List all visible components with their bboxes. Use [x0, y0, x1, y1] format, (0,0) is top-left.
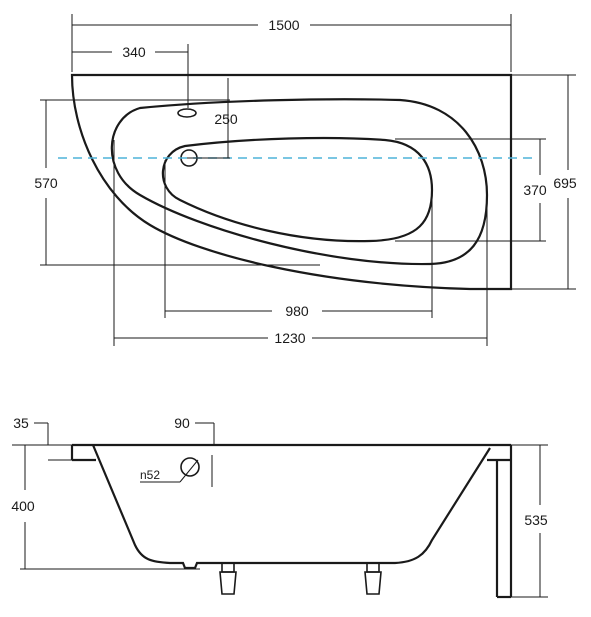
side-view: n52 35 90 400 535	[11, 415, 548, 599]
label-overflow-diameter: n52	[140, 468, 160, 482]
dim-waste-depth: 250	[214, 111, 238, 127]
side-overflow	[180, 457, 200, 477]
dim-inner-width: 370	[523, 182, 547, 198]
dim-overall-length: 1500	[268, 17, 299, 33]
dim-waste-offset: 340	[122, 44, 146, 60]
dim-total-height: 535	[524, 512, 548, 528]
foot-left	[219, 562, 237, 595]
top-bowl-basin	[161, 136, 434, 243]
foot-right	[364, 562, 382, 595]
dim-inner-length: 980	[285, 303, 309, 319]
top-outer-contour	[70, 73, 513, 291]
dim-depth-right: 695	[553, 175, 577, 191]
top-bowl-rim	[110, 98, 489, 266]
dim-depth-left: 570	[34, 175, 58, 191]
dim-rim-thickness: 35	[13, 415, 29, 431]
dim-bowl-depth: 400	[11, 498, 35, 514]
dim-overflow-offset: 90	[174, 415, 190, 431]
overflow-oval	[177, 108, 197, 118]
dim-outer-bowl-length: 1230	[274, 330, 305, 346]
side-bowl-shell	[91, 444, 491, 570]
top-view: 1500 340 250 570 370 695 980	[34, 14, 577, 346]
